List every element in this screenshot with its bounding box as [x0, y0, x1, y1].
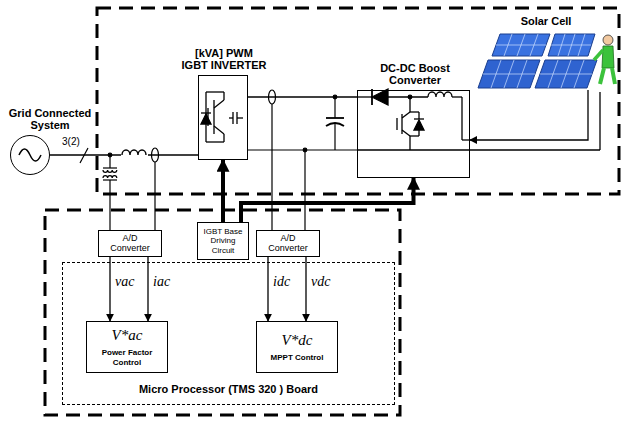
current-sensor — [152, 148, 159, 230]
signal-name: vdc — [310, 275, 331, 289]
box-label: A/D Converter — [260, 233, 316, 254]
block-heading: Grid Connected System — [4, 107, 96, 132]
dc-link — [248, 90, 357, 230]
boost-circuit — [357, 89, 600, 150]
reference-symbol: V*dc — [282, 332, 313, 349]
igbt-symbol — [201, 92, 243, 142]
box-label: IGBT Base Driving Circuit — [201, 227, 245, 255]
power-wire — [248, 96, 357, 97]
adc-box: A/D Converter — [256, 230, 320, 257]
gate-signal-bus — [241, 178, 414, 222]
block-heading: Solar Cell — [506, 15, 586, 28]
control-region — [45, 210, 400, 415]
block-heading: [kVA] PWM IGBT INVERTER — [181, 47, 267, 72]
signal-arrow — [305, 257, 306, 321]
inverter-box: [kVA] PWM IGBT INVERTER — [198, 75, 248, 160]
solar-panel-illustration — [478, 34, 597, 88]
control-label: Power Factor Control — [90, 348, 164, 366]
block-heading: DC-DC Boost Converter — [376, 62, 454, 87]
signal-name: iac — [152, 275, 171, 289]
signal-name: idc — [272, 275, 291, 289]
worker-figure — [594, 35, 615, 84]
signal-arrow — [267, 257, 268, 321]
control-box: V*dcMPPT Control — [256, 321, 338, 373]
phase-slash — [80, 148, 88, 163]
adc-box: A/D Converter — [98, 230, 162, 257]
power-stage-region — [97, 8, 619, 194]
board-label: Micro Processor (TMS 320 ) Board — [139, 383, 318, 396]
inductor-symbol — [121, 148, 148, 156]
signal-arrow — [147, 257, 148, 321]
signal-name: vac — [114, 275, 135, 289]
gate-driver-box: IGBT Base Driving Circuit — [197, 222, 249, 260]
power-wire — [470, 90, 588, 140]
phase-count-label: 3(2) — [62, 136, 80, 148]
solar-cell: Solar Cell — [478, 32, 603, 90]
ac-source-symbol — [19, 149, 41, 161]
potential-transformer — [103, 153, 117, 230]
control-label: MPPT Control — [271, 353, 324, 362]
control-box: V*acPower Factor Control — [86, 321, 168, 373]
gate-signal-bus — [221, 160, 225, 222]
boost-converter-box: DC-DC Boost Converter — [357, 90, 470, 178]
box-label: A/D Converter — [102, 233, 158, 254]
processor-board: Micro Processor (TMS 320 ) Board V*acPowe… — [62, 262, 395, 405]
reference-symbol: V*ac — [112, 327, 143, 344]
grid-source: Grid Connected System — [10, 135, 50, 175]
signal-arrow — [109, 257, 110, 321]
